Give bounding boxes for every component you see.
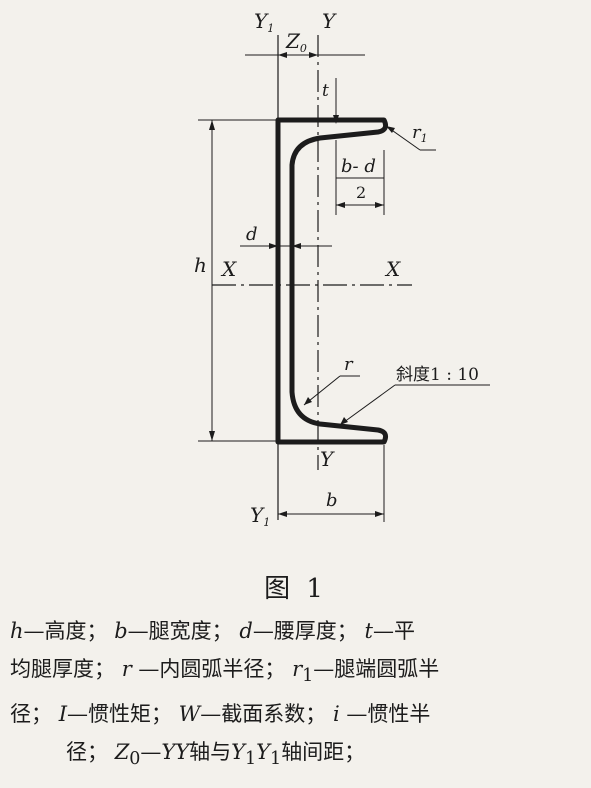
y1-top-sub: 1 — [267, 22, 274, 35]
legend-symbol: d — [239, 619, 253, 643]
slope-label: 斜度1 : 10 — [396, 365, 479, 385]
legend-text: —腰厚度； — [252, 619, 365, 643]
y-top-label: Y — [322, 9, 337, 33]
legend-subscript: 1 — [270, 749, 282, 770]
legend-line-4: 径； Z0—YY轴与Y1Y1轴间距； — [10, 733, 585, 778]
legend-symbol: Y — [231, 740, 246, 765]
x-left-label: X — [220, 257, 237, 281]
legend-symbol: Z — [114, 740, 130, 765]
legend-line-1: h—高度； b—腿宽度； d—腰厚度； t—平 — [10, 612, 585, 650]
legend-symbol: YY — [161, 740, 190, 765]
b-label: b — [326, 490, 338, 511]
channel-section-diagram: Y1 Z0 Y t r1 b- d 2 d h X X r 斜度1 : 10 Y… — [194, 9, 490, 529]
b-minus-d-label: b- d — [341, 156, 376, 177]
z0-sub: 0 — [300, 42, 307, 55]
r-label: r — [344, 354, 354, 375]
y1-bottom-sub: 1 — [263, 516, 270, 529]
r1-label: r — [412, 122, 422, 143]
legend-symbol: I — [58, 702, 67, 727]
legend-text: —腿端圆弧半 — [313, 657, 440, 681]
legend-text: —截面系数； — [200, 702, 333, 727]
symbol-legend: h—高度； b—腿宽度； d—腰厚度； t—平 均腿厚度； r —内圆弧半径； … — [10, 612, 585, 778]
svg-text:r1: r1 — [412, 122, 428, 145]
legend-symbol: i — [332, 702, 340, 727]
legend-text: 均腿厚度； — [10, 657, 122, 681]
t-label: t — [322, 81, 329, 101]
legend-text: — — [140, 740, 162, 765]
channel-section-outline — [275, 117, 388, 445]
legend-text: —惯性半 — [339, 702, 431, 727]
legend-subscript: 1 — [302, 666, 314, 687]
legend-symbol: h — [10, 619, 24, 643]
legend-symbol: t — [364, 619, 373, 643]
legend-line-2: 均腿厚度； r —内圆弧半径； r1—腿端圆弧半 — [10, 650, 585, 695]
legend-text: —高度； — [23, 619, 115, 643]
legend-subscript: 0 — [129, 749, 141, 770]
legend-text: 径； — [66, 740, 115, 765]
figure-caption: 图 1 — [264, 574, 327, 604]
y-bottom-label: Y — [320, 447, 335, 471]
legend-text: 径； — [10, 702, 59, 727]
legend-symbol: Y — [256, 740, 271, 765]
h-label: h — [194, 253, 207, 277]
legend-text: 轴与 — [189, 740, 232, 765]
legend-text: 轴间距； — [281, 740, 366, 765]
y1-bottom-label: Y — [250, 503, 265, 527]
legend-symbol: r — [292, 657, 303, 681]
legend-text: —平 — [372, 619, 415, 643]
legend-text: —内圆弧半径； — [131, 657, 293, 681]
legend-symbol: W — [178, 702, 201, 727]
denominator-two-label: 2 — [356, 183, 366, 202]
z0-label: Z — [285, 29, 301, 53]
legend-line-3: 径； I—惯性矩； W—截面系数； i —惯性半 — [10, 695, 585, 733]
d-label: d — [246, 224, 258, 245]
x-right-label: X — [384, 257, 401, 281]
svg-text:Z0: Z0 — [285, 29, 307, 55]
r1-sub: 1 — [421, 132, 428, 145]
legend-symbol: b — [114, 619, 128, 643]
y1-top-label: Y — [254, 9, 269, 33]
svg-text:Y1: Y1 — [250, 503, 270, 529]
svg-text:Y1: Y1 — [254, 9, 274, 35]
legend-subscript: 1 — [245, 749, 257, 770]
legend-text: —惯性矩； — [66, 702, 179, 727]
legend-symbol: r — [121, 657, 132, 681]
legend-text: —腿宽度； — [127, 619, 240, 643]
